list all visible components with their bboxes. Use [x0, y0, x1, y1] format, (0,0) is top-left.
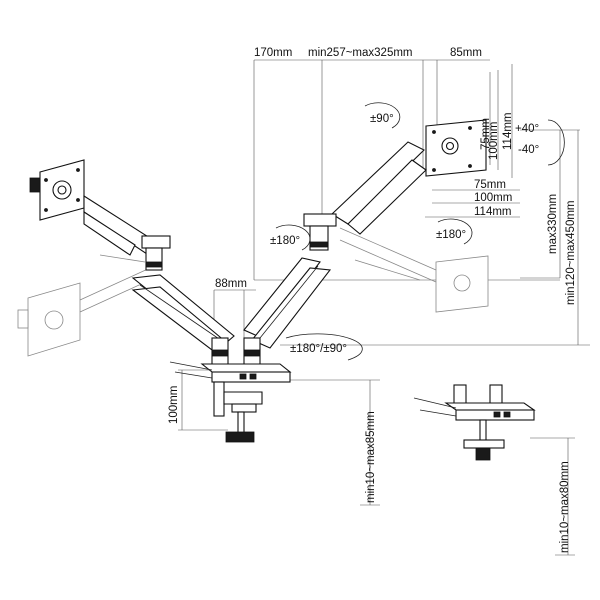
dim-85: 85mm: [450, 47, 482, 59]
rot-180-90: ±180°/±90°: [290, 343, 347, 355]
vesa-vert-100: 100mm: [488, 122, 500, 160]
left-lower-arm: [131, 274, 235, 351]
desk-clamp: [213, 381, 263, 443]
rotation-arrows: [275, 102, 565, 361]
vesa-horz-114: 114mm: [474, 206, 512, 218]
rot-180-left: ±180°: [270, 235, 300, 247]
ghost-left-monitor: [17, 254, 151, 357]
rot-180-right: ±180°: [436, 229, 466, 241]
dim-height-330: max330mm: [547, 194, 559, 254]
dim-base-100: 100mm: [168, 386, 180, 424]
left-monitor: [29, 159, 85, 221]
vesa-vert-114: 114mm: [502, 113, 514, 151]
dim-reach: min257~max325mm: [308, 47, 413, 59]
vesa-horz-75: 75mm: [474, 179, 506, 191]
tilt-down: -40°: [518, 144, 539, 156]
right-lower-arm: [243, 257, 332, 349]
right-upper-arm: [303, 141, 427, 251]
rot-90: ±90°: [370, 113, 394, 125]
vesa-vert-75: 75mm: [480, 118, 492, 150]
ghost-right-monitor: [339, 227, 489, 313]
tilt-up: +40°: [515, 123, 539, 135]
right-monitor: [425, 119, 487, 177]
dim-clamp-range: min10~max85mm: [365, 411, 377, 503]
dim-grommet-range: min10~max80mm: [559, 461, 571, 553]
top-dimension-lines: [178, 59, 590, 556]
dim-height-range: min120~max450mm: [565, 200, 577, 305]
left-upper-arm: [83, 194, 171, 271]
dim-88: 88mm: [215, 278, 247, 290]
grommet-mount: [413, 384, 536, 461]
center-post: [169, 337, 292, 383]
dim-170: 170mm: [254, 47, 292, 59]
vesa-horz-100: 100mm: [474, 192, 512, 204]
